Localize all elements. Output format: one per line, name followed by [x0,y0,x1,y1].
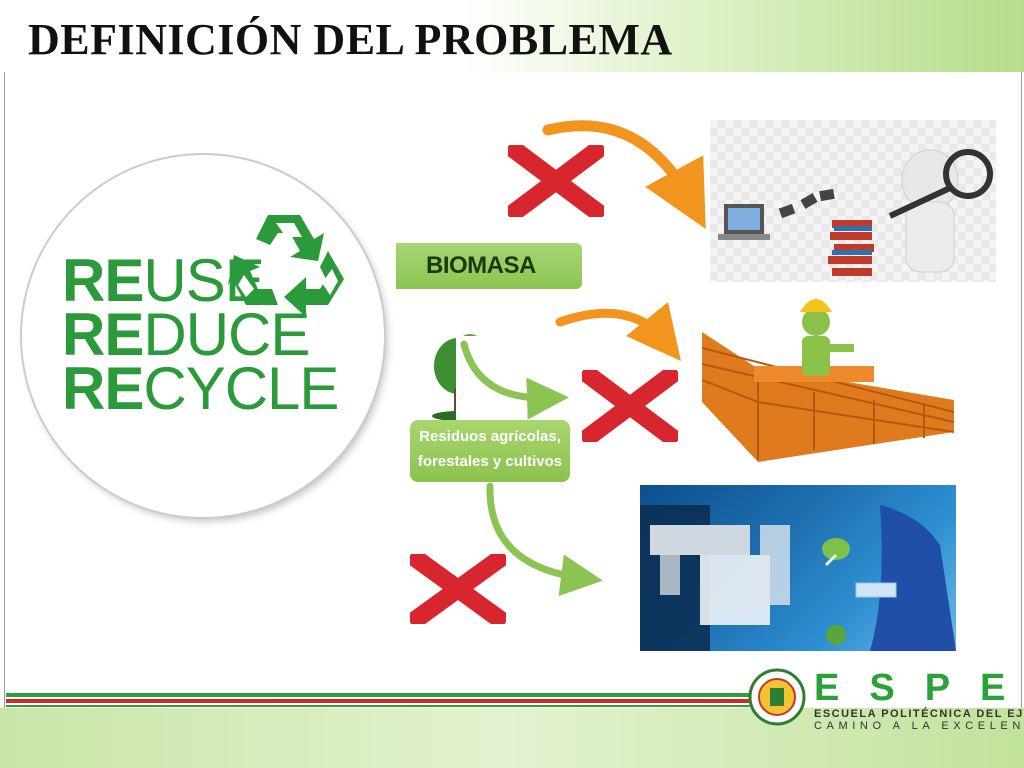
laboratory-image [640,485,956,651]
rrr-logo-text: REUSE REDUCE RECYCLE [62,251,339,419]
curved-arrow-icon [542,120,706,229]
curved-arrow-icon [486,482,603,597]
title-band [0,0,1024,72]
espe-subtitle-2: CAMINO A LA EXCELENCIA [814,720,1024,732]
red-x-icon [410,554,506,624]
footer-stripe-green-thin [6,705,750,707]
page-title: DEFINICIÓN DEL PROBLEMA [28,15,673,64]
residuos-line-1: Residuos agrícolas, [419,428,561,445]
rrr-bold: RE [62,301,144,368]
research-figure-icon [718,149,993,276]
footer-stripe-green [6,693,750,697]
espe-seal-icon [748,668,806,726]
footer-stripe-red [6,699,750,703]
espe-letters: ESPE [814,667,1024,709]
espe-subtitle-1: ESCUELA POLITÉCNICA DEL EJÉRCITO [814,708,1024,720]
rrr-line-reduce: REDUCE [62,305,338,365]
red-x-icon [508,145,604,217]
research-image [710,120,996,282]
rrr-bold: RE [62,355,144,422]
bricklayer-icon [701,299,955,462]
espe-logo: ESPE ESCUELA POLITÉCNICA DEL EJÉRCITO CA… [814,668,1024,732]
rrr-circle [22,155,384,517]
rrr-line-recycle: RECYCLE [62,359,339,419]
rrr-rest: DUCE [143,301,310,368]
residuos-label: Residuos agrícolas, forestales y cultivo… [410,420,570,482]
slide-frame [4,72,1022,762]
curved-arrow-icon [555,302,682,361]
rrr-bold: RE [62,247,144,314]
biomasa-label: BIOMASA [396,243,582,289]
curved-arrow-icon [460,340,569,420]
rrr-rest: CYCLE [143,355,339,422]
footer-band [0,708,1024,768]
residuos-line-2: forestales y cultivos [417,453,563,470]
recycle-icon [228,215,344,317]
laboratory-icon [640,505,956,651]
biomasa-text: BIOMASA [426,252,536,279]
red-x-icon [582,370,678,442]
